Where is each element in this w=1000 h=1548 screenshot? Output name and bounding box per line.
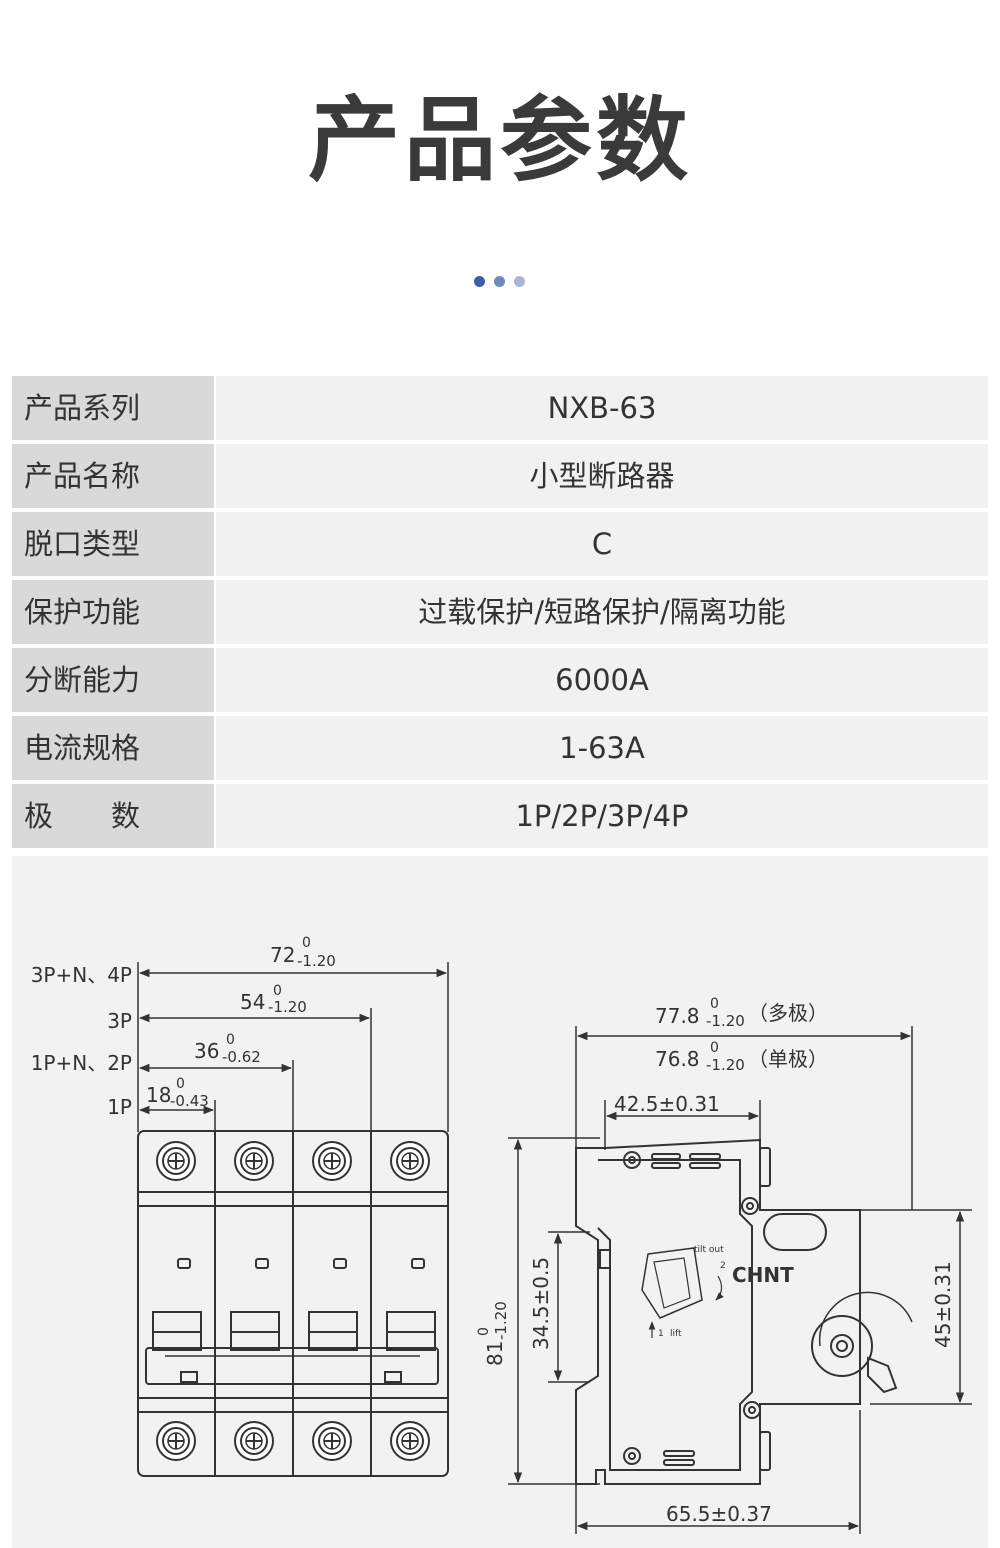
pole-label-2p: 1P+N、2P (31, 1051, 132, 1075)
dot-3 (514, 276, 525, 287)
brand-logo: CHNT (732, 1263, 794, 1287)
spec-row: 产品系列 NXB-63 (12, 376, 988, 440)
dim-72: 72 (270, 943, 295, 967)
spec-value: 6000A (216, 648, 988, 712)
dim-72-tol-low: -1.20 (297, 952, 336, 970)
page-title: 产品参数 (307, 87, 692, 194)
dim-54-tol-low: -1.20 (268, 998, 307, 1016)
lift-step-1: 1 (658, 1329, 664, 1339)
dim-76-8-note: （单极） (748, 1047, 828, 1071)
spec-row: 极 数 1P/2P/3P/4P (12, 784, 988, 848)
spec-label: 分断能力 (12, 648, 214, 712)
spec-label: 脱口类型 (12, 512, 214, 576)
spec-value: 过载保护/短路保护/隔离功能 (216, 580, 988, 644)
front-view (137, 962, 449, 1477)
dim-18-tol-low: -0.43 (170, 1092, 209, 1110)
dim-54: 54 (240, 990, 265, 1014)
pagination-dots (474, 276, 525, 287)
dim-36-tol-up: 0 (226, 1032, 235, 1048)
dim-36-tol-low: -0.62 (222, 1048, 261, 1066)
dim-36: 36 (194, 1039, 219, 1063)
tilt-step-2: 2 (720, 1261, 726, 1271)
spec-value: NXB-63 (216, 376, 988, 440)
spec-value: 1-63A (216, 716, 988, 780)
dim-81-low: -1.20 (492, 1301, 510, 1340)
spec-row: 电流规格 1-63A (12, 716, 988, 780)
tilt-out-label: tilt out (694, 1245, 724, 1255)
spec-row: 保护功能 过载保护/短路保护/隔离功能 (12, 580, 988, 644)
spec-label: 极 数 (12, 784, 214, 848)
dim-76-8: 76.8 (655, 1047, 700, 1071)
spec-label: 电流规格 (12, 716, 214, 780)
dim-45: 45±0.31 (931, 1261, 955, 1348)
dim-72-tol-up: 0 (302, 935, 311, 951)
dim-81-up: 0 (476, 1327, 492, 1336)
spec-label: 产品系列 (12, 376, 214, 440)
spec-value: C (216, 512, 988, 576)
dim-77-8-note: （多极） (748, 1001, 828, 1025)
side-view (508, 1026, 972, 1534)
spec-label: 产品名称 (12, 444, 214, 508)
spec-row: 产品名称 小型断路器 (12, 444, 988, 508)
spec-row: 分断能力 6000A (12, 648, 988, 712)
dim-34-5: 34.5±0.5 (529, 1257, 553, 1350)
dim-77-8-low: -1.20 (706, 1012, 745, 1030)
spec-row: 脱口类型 C (12, 512, 988, 576)
pole-label-3p: 3P (107, 1009, 132, 1033)
dim-18-tol-up: 0 (176, 1076, 185, 1092)
pole-label-4p: 3P+N、4P (31, 963, 132, 987)
dim-77-8: 77.8 (655, 1004, 700, 1028)
pole-label-1p: 1P (107, 1095, 132, 1119)
lift-label: lift (670, 1329, 682, 1339)
spec-value: 1P/2P/3P/4P (216, 784, 988, 848)
dim-81: 81 (483, 1341, 507, 1366)
spec-value: 小型断路器 (216, 444, 988, 508)
dim-65-5: 65.5±0.37 (666, 1502, 772, 1526)
dim-42-5: 42.5±0.31 (614, 1092, 720, 1116)
dim-18: 18 (146, 1083, 171, 1107)
dim-77-8-up: 0 (710, 996, 719, 1012)
dim-54-tol-up: 0 (273, 983, 282, 999)
spec-label: 保护功能 (12, 580, 214, 644)
dim-76-8-up: 0 (710, 1040, 719, 1056)
dim-76-8-low: -1.20 (706, 1056, 745, 1074)
dot-2 (494, 276, 505, 287)
dot-1 (474, 276, 485, 287)
